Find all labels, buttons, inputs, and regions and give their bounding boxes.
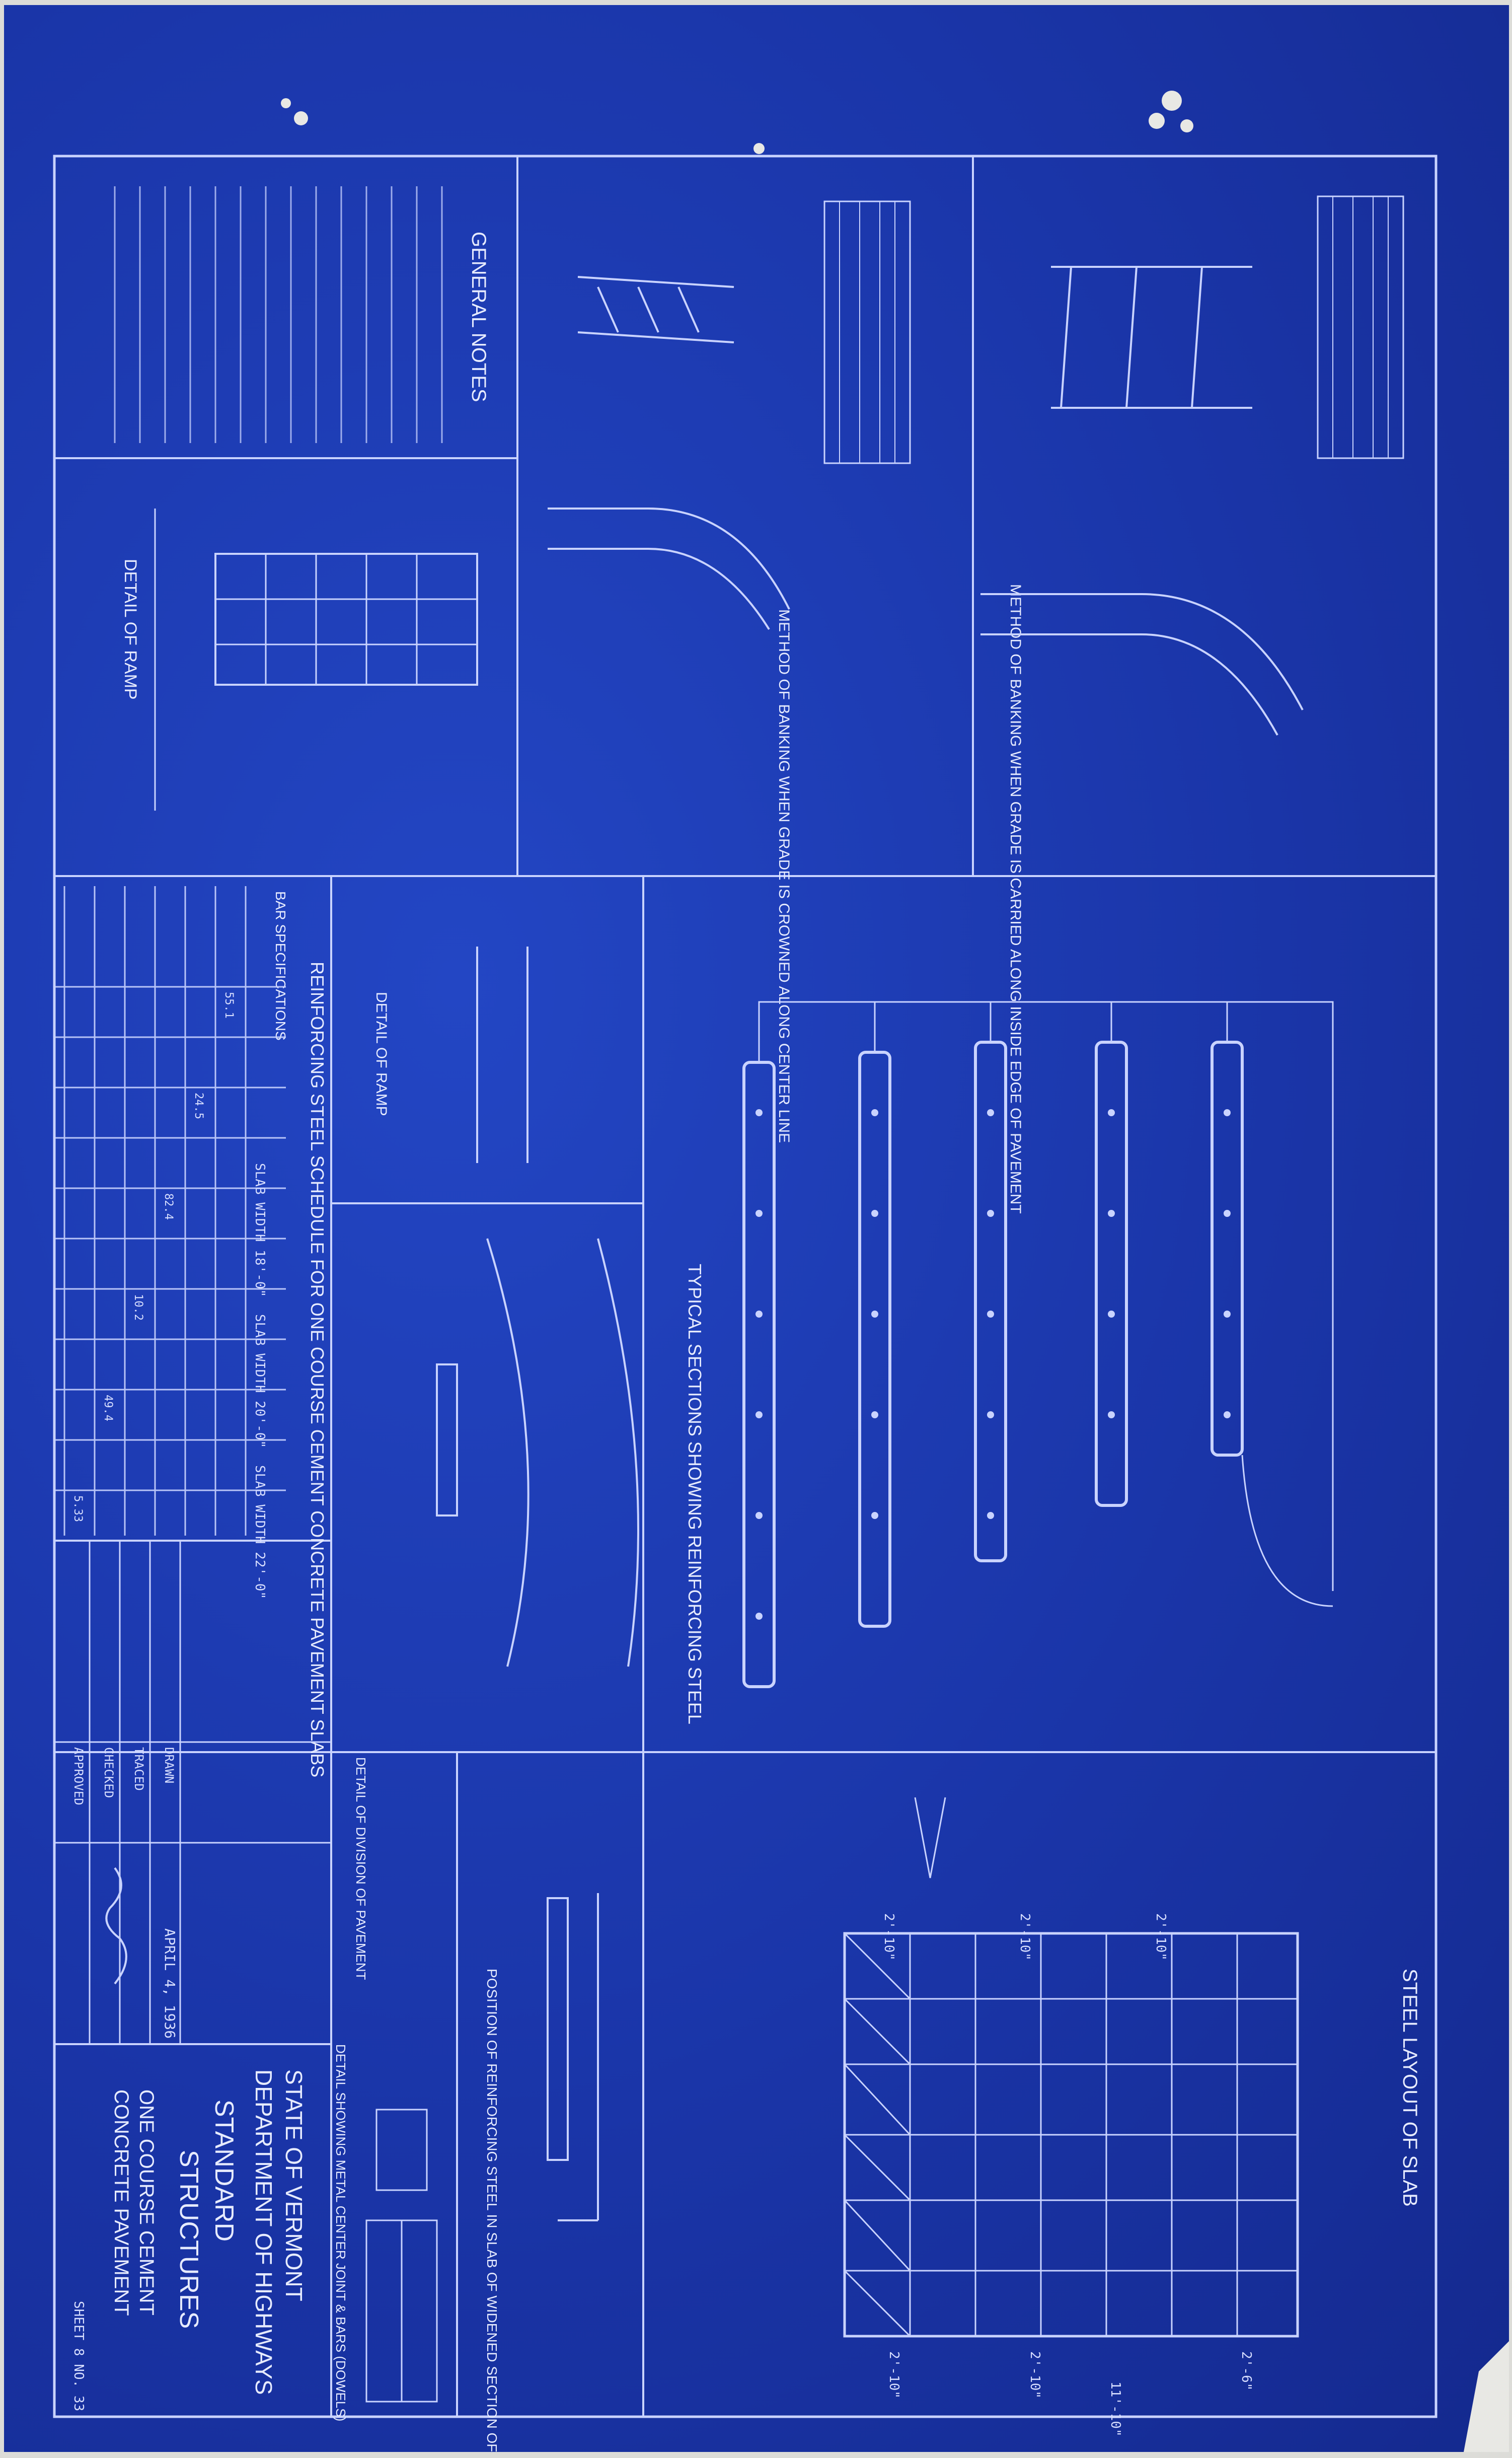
banking-crowned-panel: METHOD OF BANKING WHEN GRADE IS CROWNED … xyxy=(548,200,911,1143)
punch-hole xyxy=(294,111,308,125)
sheet-number: SHEET 8 NO. 33 xyxy=(71,2301,86,2411)
schedule-header-1: SLAB WIDTH 18'-0" xyxy=(252,1163,267,1297)
dimension-label: 2'-10" xyxy=(886,2351,901,2399)
steel-layout-panel: STEEL LAYOUT OF SLAB 2'-10" 2'-10" 2'-10… xyxy=(843,1797,1421,2437)
typical-sections-title: TYPICAL SECTIONS SHOWING REINFORCING STE… xyxy=(685,1264,705,1724)
structures-label: STRUCTURES xyxy=(174,2150,203,2329)
typical-sections-panel: TYPICAL SECTIONS SHOWING REINFORCING STE… xyxy=(685,1001,1334,1724)
subject-line-2: CONCRETE PAVEMENT xyxy=(110,2089,132,2316)
detail-of-ramp-panel: DETAIL OF RAMP xyxy=(121,509,478,811)
panel-dividers xyxy=(54,156,1436,2417)
subject-line-1: ONE COURSE CEMENT xyxy=(135,2089,158,2316)
ramp-2-panel: DETAIL OF RAMP xyxy=(373,947,639,1667)
title-block-role: CHECKED xyxy=(102,1747,116,1798)
schedule-value: 24.5 xyxy=(192,1093,205,1119)
punch-hole xyxy=(1180,119,1193,132)
schedule-value: 82.4 xyxy=(162,1193,175,1220)
bar-specifications-title: BAR SPECIFICATIONS xyxy=(273,891,288,1041)
bar-schedule-title: REINFORCING STEEL SCHEDULE FOR ONE COURS… xyxy=(307,962,328,1777)
general-notes-panel: GENERAL NOTES xyxy=(114,186,490,443)
schedule-value: 5.33 xyxy=(71,1495,84,1522)
schedule-header-2: SLAB WIDTH 20'-0" xyxy=(252,1314,267,1448)
title-block-role: DRAWN xyxy=(162,1747,176,1783)
dimension-label: 11'-10" xyxy=(1108,2381,1123,2437)
widened-section-panel: POSITION OF REINFORCING STEEL IN SLAB OF… xyxy=(333,1757,599,2452)
dowels-title: DETAIL SHOWING METAL CENTER JOINT & BARS… xyxy=(333,2044,348,2421)
blueprint-drawing: GENERAL NOTES DETAIL OF RAMP METHOD OF B… xyxy=(53,91,1509,2452)
title-block-role: APPROVED xyxy=(71,1747,86,1805)
title-block-role: TRACED xyxy=(132,1747,146,1791)
detail-of-ramp-title: DETAIL OF RAMP xyxy=(121,559,140,700)
bar-schedule-panel: REINFORCING STEEL SCHEDULE FOR ONE COURS… xyxy=(54,886,328,1777)
banking-inside-panel: METHOD OF BANKING WHEN GRADE IS CARRIED … xyxy=(980,195,1404,1214)
punch-hole xyxy=(1149,113,1165,129)
dimension-label: 2'-10" xyxy=(1017,1913,1032,1961)
signature xyxy=(105,1867,127,1985)
schedule-header-3: SLAB WIDTH 22'-0" xyxy=(252,1465,267,1599)
title-block: DRAWN TRACED CHECKED APPROVED APRIL 4, 1… xyxy=(54,1541,331,2411)
sheet-border xyxy=(53,155,1438,2418)
schedule-value: 10.2 xyxy=(132,1294,144,1321)
banking-inside-title: METHOD OF BANKING WHEN GRADE IS CARRIED … xyxy=(1007,584,1024,1214)
torn-corner xyxy=(1464,2341,1509,2452)
schedule-value: 49.4 xyxy=(102,1395,114,1421)
steel-layout-title: STEEL LAYOUT OF SLAB xyxy=(1399,1969,1421,2207)
banking-crowned-title: METHOD OF BANKING WHEN GRADE IS CROWNED … xyxy=(776,609,792,1143)
blueprint-sheet: GENERAL NOTES DETAIL OF RAMP METHOD OF B… xyxy=(4,5,1509,2452)
standard-label: STANDARD xyxy=(209,2100,239,2242)
general-notes-title: GENERAL NOTES xyxy=(468,232,490,402)
schedule-value: 55.1 xyxy=(222,992,235,1019)
division-title: DETAIL OF DIVISION OF PAVEMENT xyxy=(353,1757,368,1980)
dimension-label: 2'-10" xyxy=(1153,1913,1168,1961)
detail-of-ramp-2-title: DETAIL OF RAMP xyxy=(373,992,390,1116)
title-block-date: APRIL 4, 1936 xyxy=(162,1928,178,2039)
punch-hole xyxy=(1162,91,1182,111)
dimension-label: 2'-6" xyxy=(1239,2351,1254,2391)
agency-line-1: STATE OF VERMONT xyxy=(281,2069,307,2301)
dimension-label: 2'-10" xyxy=(1027,2351,1042,2399)
punch-hole xyxy=(281,98,291,108)
agency-line-2: DEPARTMENT OF HIGHWAYS xyxy=(251,2069,277,2395)
widened-section-title: POSITION OF REINFORCING STEEL IN SLAB OF… xyxy=(484,1969,500,2452)
dimension-label: 2'-10" xyxy=(881,1913,896,1961)
punch-hole xyxy=(753,143,765,154)
